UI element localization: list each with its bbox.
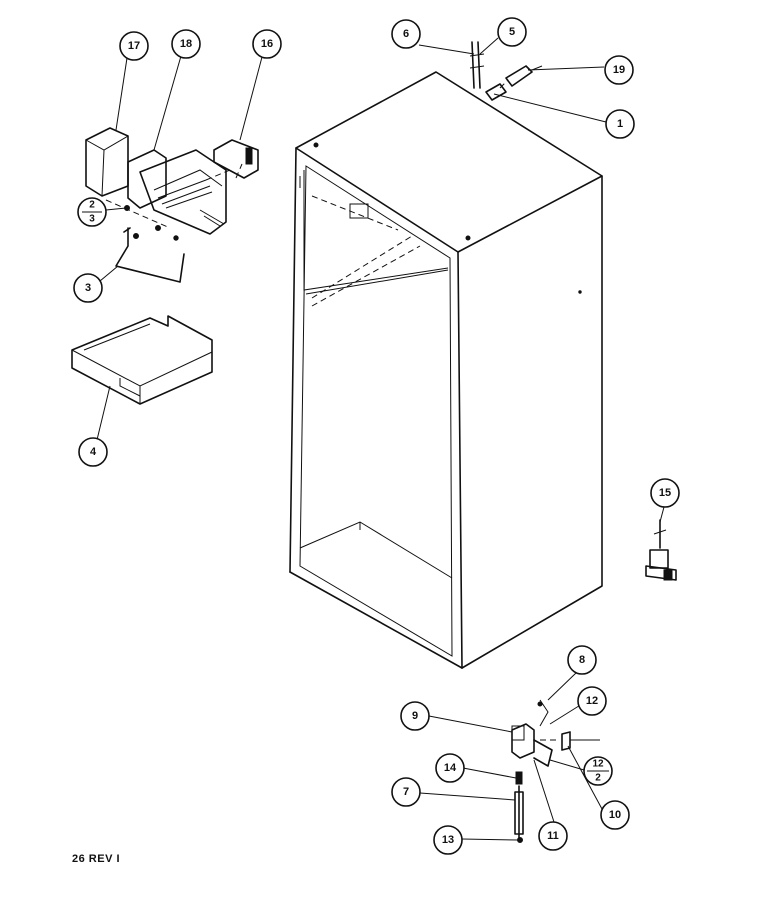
svg-text:17: 17	[128, 40, 140, 52]
ice-maker-assembly	[71, 127, 259, 405]
callout-16: 16	[252, 29, 282, 59]
svg-text:13: 13	[442, 834, 454, 846]
water-valve-assembly	[511, 699, 600, 843]
callout-13: 13	[433, 825, 463, 855]
svg-text:18: 18	[180, 38, 192, 50]
svg-text:12: 12	[586, 695, 598, 707]
svg-text:9: 9	[412, 710, 418, 722]
callout-10: 10	[600, 800, 630, 830]
svg-text:15: 15	[659, 487, 671, 499]
svg-text:11: 11	[547, 830, 559, 842]
callout-4: 4	[78, 437, 108, 467]
callout-fraction-12-2: 12 2	[583, 756, 613, 786]
callout-12: 12	[577, 686, 607, 716]
svg-text:3: 3	[85, 282, 91, 294]
callout-8: 8	[567, 645, 597, 675]
svg-text:1: 1	[617, 118, 623, 130]
tee-fitting	[645, 519, 677, 581]
svg-text:6: 6	[403, 28, 409, 40]
callout-17: 17	[119, 31, 149, 61]
svg-text:2: 2	[89, 200, 95, 211]
svg-text:2: 2	[595, 773, 601, 784]
svg-text:12: 12	[592, 759, 604, 770]
svg-text:7: 7	[403, 786, 409, 798]
callout-18: 18	[171, 29, 201, 59]
callout-7: 7	[391, 777, 421, 807]
callout-5: 5	[497, 17, 527, 47]
svg-text:8: 8	[579, 654, 585, 666]
cabinet	[289, 71, 603, 669]
callout-19: 19	[604, 55, 634, 85]
svg-text:3: 3	[89, 214, 95, 225]
callout-9: 9	[400, 701, 430, 731]
drawing-revision-code: 26 REV I	[72, 853, 121, 865]
svg-text:10: 10	[609, 809, 621, 821]
callout-6: 6	[391, 19, 421, 49]
svg-text:5: 5	[509, 26, 515, 38]
top-hardware	[469, 41, 543, 101]
callout-11: 11	[538, 821, 568, 851]
callout-1: 1	[605, 109, 635, 139]
callout-fraction-2-3: 2 3	[77, 197, 107, 227]
svg-text:16: 16	[261, 38, 273, 50]
callout-15: 15	[650, 478, 680, 508]
svg-text:19: 19	[613, 64, 625, 76]
leader-lines	[95, 37, 665, 841]
svg-text:4: 4	[90, 446, 97, 458]
callout-3: 3	[73, 273, 103, 303]
callout-14: 14	[435, 753, 465, 783]
svg-text:14: 14	[444, 762, 457, 774]
